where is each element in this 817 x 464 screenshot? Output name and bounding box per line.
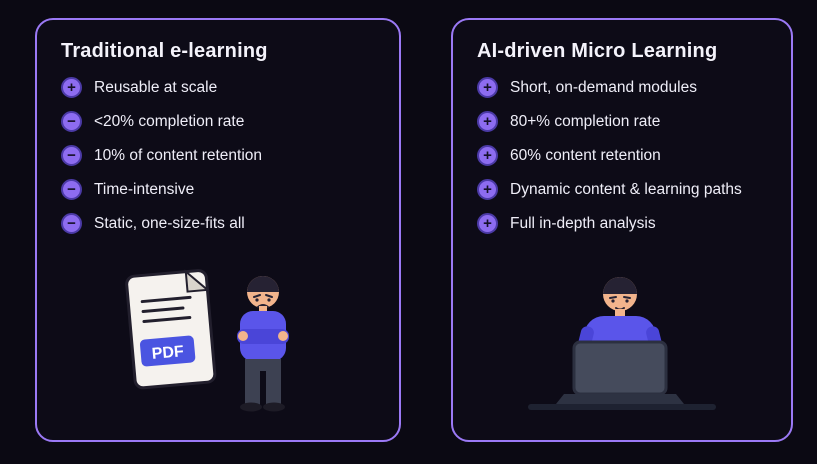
laptop-person-illustration — [528, 277, 716, 410]
pdf-person-illustration: PDF — [125, 269, 289, 412]
list-item-label: 80+% completion rate — [510, 112, 661, 130]
list-item: − Static, one-size-fits all — [61, 213, 377, 234]
list-item-label: Full in-depth analysis — [510, 214, 656, 232]
list-item: − <20% completion rate — [61, 111, 377, 132]
list-item: + Full in-depth analysis — [477, 213, 769, 234]
list-item: + Short, on-demand modules — [477, 77, 769, 98]
list-item: + 80+% completion rate — [477, 111, 769, 132]
card-title: Traditional e-learning — [61, 40, 268, 62]
list-item-label: 60% content retention — [510, 146, 661, 164]
list-item-label: Reusable at scale — [94, 78, 218, 96]
plus-icon: + — [477, 213, 498, 234]
pdf-document-icon: PDF — [125, 269, 217, 390]
minus-icon: − — [61, 145, 82, 166]
minus-icon: − — [61, 179, 82, 200]
illustration-container: PDF — [59, 247, 377, 433]
list-item-label: Dynamic content & learning paths — [510, 180, 742, 198]
list-item: + 60% content retention — [477, 145, 769, 166]
plus-icon: + — [477, 77, 498, 98]
minus-icon: − — [61, 111, 82, 132]
comparison-panel: Traditional e-learning + Reusable at sca… — [35, 18, 793, 442]
list-item-label: Time-intensive — [94, 180, 195, 198]
minus-icon: − — [61, 213, 82, 234]
card-traditional-elearning: Traditional e-learning + Reusable at sca… — [35, 18, 401, 442]
list-item: − Time-intensive — [61, 179, 377, 200]
pdf-label: PDF — [151, 343, 185, 363]
list-item: + Reusable at scale — [61, 77, 377, 98]
list-item: − 10% of content retention — [61, 145, 377, 166]
list-item-label: 10% of content retention — [94, 146, 263, 164]
list-item-label: <20% completion rate — [94, 112, 245, 130]
card-ai-micro-learning: AI-driven Micro Learning + Short, on-dem… — [451, 18, 793, 442]
plus-icon: + — [477, 111, 498, 132]
plus-icon: + — [477, 179, 498, 200]
list-item: + Dynamic content & learning paths — [477, 179, 769, 200]
card-title: AI-driven Micro Learning — [477, 40, 718, 62]
plus-icon: + — [61, 77, 82, 98]
list-item-label: Static, one-size-fits all — [94, 214, 245, 232]
list-item-label: Short, on-demand modules — [510, 78, 697, 96]
laptop-icon — [528, 340, 716, 410]
plus-icon: + — [477, 145, 498, 166]
frustrated-person — [237, 276, 289, 412]
illustration-container — [475, 247, 769, 424]
